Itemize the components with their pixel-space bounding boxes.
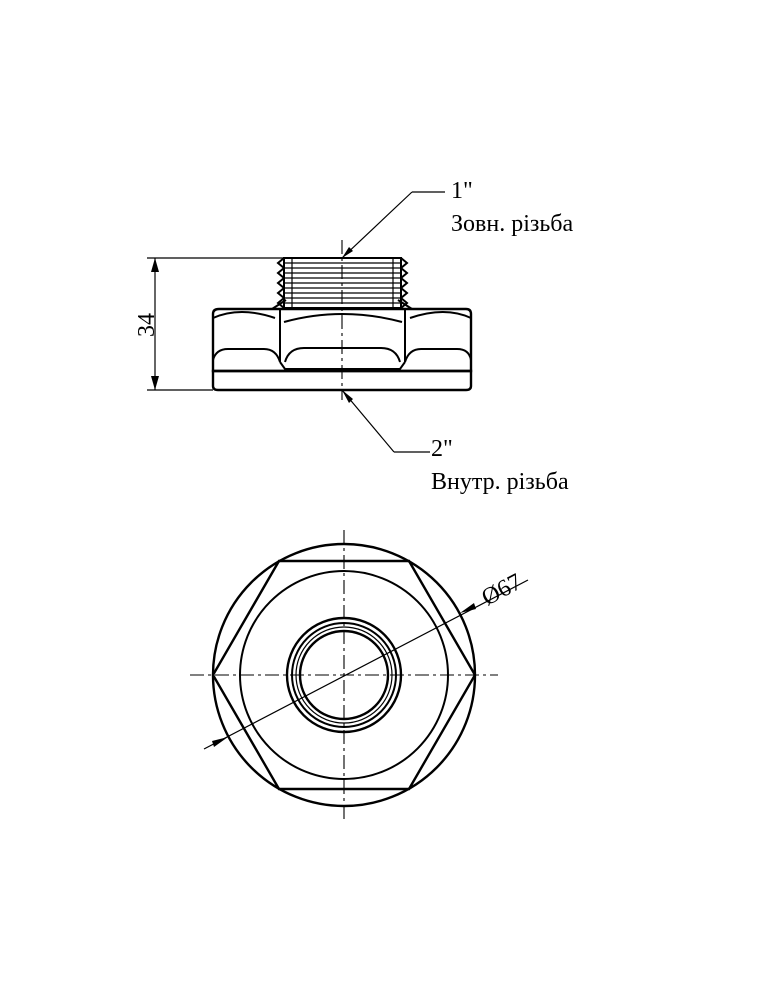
hex-outline	[211, 559, 477, 791]
leader-bottom-thread: 2" Внутр. різьба	[341, 389, 569, 495]
end-view: Ø67	[190, 530, 529, 820]
base-plate	[211, 369, 473, 392]
top-thread-size: 1"	[451, 178, 473, 204]
diameter-arrow-upper	[460, 603, 476, 613]
bottom-thread-size: 2"	[431, 436, 453, 462]
hex-face-left-chamfer	[212, 348, 281, 363]
bottom-thread-type: Внутр. різьба	[431, 469, 569, 495]
hex-face-left-top	[212, 311, 276, 319]
leader-top-thread: 1" Зовн. різьба	[341, 178, 574, 259]
arrow-bottom	[151, 376, 159, 390]
height-dim-label: 34	[134, 313, 160, 337]
hex-face-right-chamfer	[404, 348, 472, 363]
leader-arrow-top	[342, 247, 353, 258]
leader-line-top	[341, 191, 413, 259]
side-view: 34 1" Зовн. різьба 2" Внутр. різьба	[134, 178, 574, 495]
diameter-dim-label: Ø67	[478, 569, 527, 611]
hex-face-right-top	[409, 311, 472, 319]
height-dimension: 34	[134, 257, 284, 391]
arrow-top	[151, 258, 159, 272]
hex-face-center-top	[283, 313, 403, 323]
top-thread-type: Зовн. різьба	[451, 211, 574, 237]
leader-arrow-bottom	[342, 390, 353, 403]
thread-profile-right	[399, 257, 409, 309]
thread-profile-left	[276, 257, 286, 309]
diameter-arrow-lower	[212, 737, 228, 747]
